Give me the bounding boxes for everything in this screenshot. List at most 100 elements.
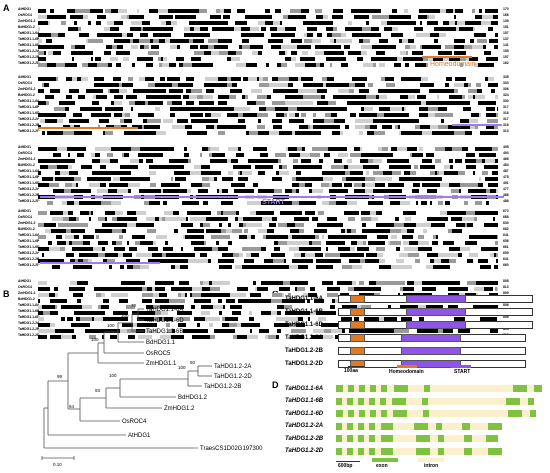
conservation-block <box>230 240 232 245</box>
conservation-block <box>437 130 444 135</box>
conservation-block <box>50 334 61 339</box>
conservation-block <box>266 62 269 67</box>
conservation-block <box>399 176 410 181</box>
alignment-sequence-name: TaHDG1.2-2B <box>18 257 40 261</box>
conservation-block <box>122 228 126 233</box>
conservation-block <box>445 146 452 151</box>
conservation-block <box>383 170 386 175</box>
conservation-block <box>387 316 397 321</box>
gene-exon <box>380 397 386 405</box>
conservation-block <box>398 328 409 333</box>
conservation-block <box>416 200 418 205</box>
conservation-block <box>195 118 199 123</box>
conservation-block <box>343 38 352 43</box>
conservation-block <box>471 112 479 117</box>
conservation-block <box>238 146 241 151</box>
conservation-block <box>350 170 360 175</box>
conservation-block <box>299 200 306 205</box>
conservation-block <box>83 252 85 257</box>
conservation-block <box>416 32 422 37</box>
conservation-block <box>326 246 328 251</box>
conservation-block <box>458 94 460 99</box>
conservation-block <box>210 146 219 151</box>
alignment-sequence-name: TaHDG1.1-6B <box>18 309 40 313</box>
conservation-block <box>430 8 440 13</box>
conservation-block <box>133 264 140 269</box>
conservation-block <box>199 118 210 123</box>
conservation-block <box>227 158 231 163</box>
conservation-block <box>131 20 142 25</box>
conservation-block <box>422 182 426 187</box>
conservation-block <box>373 188 383 193</box>
conservation-block <box>219 50 228 55</box>
conservation-block <box>358 328 369 333</box>
conservation-block <box>322 76 327 81</box>
conservation-block <box>421 200 425 205</box>
conservation-block <box>41 258 47 263</box>
conservation-block <box>205 76 214 81</box>
conservation-block <box>171 188 180 193</box>
conservation-block <box>211 292 219 297</box>
conservation-block <box>490 210 495 215</box>
conservation-block <box>479 176 481 181</box>
conservation-block <box>250 112 257 117</box>
conservation-block <box>74 234 79 239</box>
conservation-block <box>289 246 299 251</box>
conservation-block <box>224 38 232 43</box>
conservation-block <box>256 210 258 215</box>
conservation-block <box>397 164 405 169</box>
conservation-block <box>402 14 411 19</box>
conservation-block <box>485 152 496 157</box>
conservation-block <box>141 88 150 93</box>
conservation-block <box>357 240 363 245</box>
conservation-block <box>226 106 234 111</box>
conservation-block <box>97 32 106 37</box>
conservation-block <box>222 316 225 321</box>
alignment-sequence-track <box>38 20 498 25</box>
conservation-block <box>93 246 102 251</box>
conservation-block <box>322 234 324 239</box>
conservation-block <box>312 38 321 43</box>
conservation-block <box>420 26 423 31</box>
conservation-block <box>206 106 216 111</box>
conservation-block <box>466 164 468 169</box>
conservation-block <box>162 252 166 257</box>
conservation-block <box>86 38 88 43</box>
conservation-block <box>70 164 72 169</box>
conservation-block <box>101 328 107 333</box>
conservation-block <box>130 38 133 43</box>
conservation-block <box>323 176 333 181</box>
conservation-block <box>448 292 459 297</box>
conservation-block <box>460 222 465 227</box>
conservation-block <box>412 152 423 157</box>
conservation-block <box>288 82 293 87</box>
conservation-block <box>334 118 336 123</box>
conservation-block <box>114 20 123 25</box>
conservation-block <box>449 182 460 187</box>
conservation-block <box>281 234 283 239</box>
conservation-block <box>466 124 470 129</box>
alignment-sequence-name: TaHDG1.1-6A <box>18 303 40 307</box>
conservation-block <box>219 222 222 227</box>
conservation-block <box>438 200 443 205</box>
conservation-block <box>82 106 92 111</box>
conservation-block <box>101 292 105 297</box>
conservation-block <box>62 188 64 193</box>
conservation-block <box>89 182 100 187</box>
conservation-block <box>344 210 347 215</box>
conservation-block <box>45 228 51 233</box>
conservation-block <box>258 200 261 205</box>
conservation-block <box>352 76 357 81</box>
conservation-block <box>375 176 381 181</box>
alignment-position: 139 <box>503 19 509 23</box>
conservation-block <box>163 118 173 123</box>
conservation-block <box>49 246 57 251</box>
conservation-block <box>38 44 43 49</box>
conservation-block <box>495 286 497 291</box>
conservation-block <box>297 106 307 111</box>
